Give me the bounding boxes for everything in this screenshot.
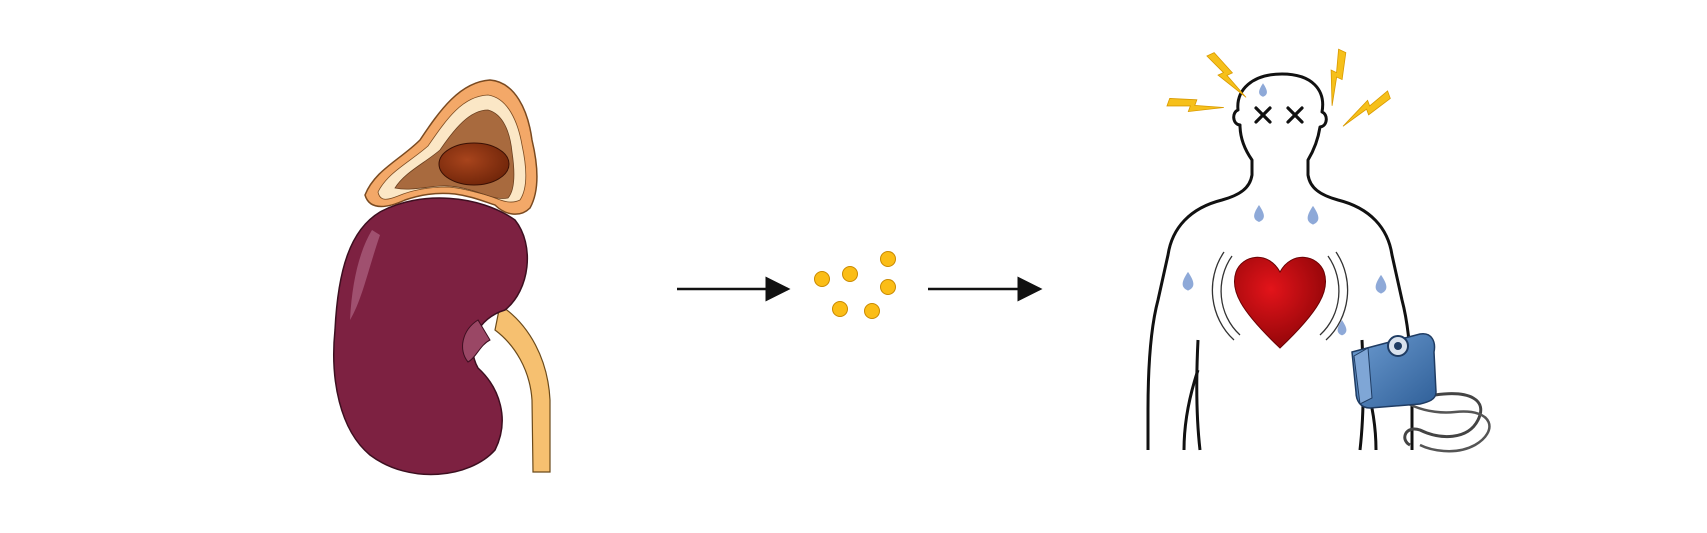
kidney-highlight — [350, 230, 380, 320]
left-arm-line — [1195, 339, 1202, 451]
sweat-drop — [1254, 205, 1264, 222]
lightning-bolt — [1166, 98, 1224, 113]
sweat-drop — [1182, 271, 1194, 291]
human-symptoms-icon — [1146, 48, 1491, 453]
hormone-particle — [864, 303, 880, 319]
pounding-heart-icon — [1211, 251, 1349, 349]
body-outline — [1146, 72, 1414, 450]
ureter — [494, 304, 551, 473]
hormone-particle — [832, 301, 848, 317]
kidney-hilum — [462, 319, 491, 363]
sweat-drop — [1337, 320, 1347, 336]
lightning-bolt — [1206, 52, 1247, 98]
hormone-particles-icon — [814, 251, 896, 319]
kidney-adrenal-gland-icon — [333, 79, 551, 476]
sweat-drop — [1375, 274, 1387, 294]
headache-bolts-icon — [1166, 48, 1391, 127]
adrenal-tumor — [438, 142, 510, 186]
dizzy-eyes-icon — [1254, 106, 1304, 124]
hormone-particle — [842, 266, 858, 282]
hormone-particle — [814, 271, 830, 287]
sweat-drops-icon — [1182, 83, 1387, 336]
kidney — [333, 197, 528, 476]
sweat-drop — [1259, 83, 1267, 97]
blood-pressure-cuff-icon — [1351, 333, 1491, 453]
lightning-bolt — [1342, 90, 1391, 127]
hormone-particle — [880, 279, 896, 295]
hormone-particle — [880, 251, 896, 267]
lightning-bolt — [1330, 48, 1347, 106]
sweat-drop — [1307, 205, 1319, 225]
left-arm-inner-line — [1182, 369, 1200, 451]
